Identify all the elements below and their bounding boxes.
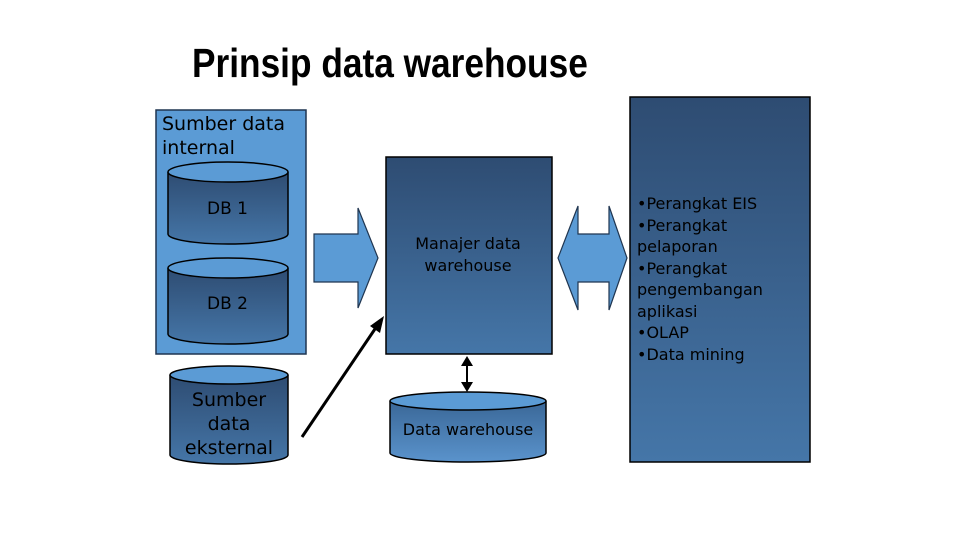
tools-list-item: •Perangkat EIS bbox=[637, 194, 758, 213]
external-source-cylinder bbox=[169, 365, 289, 465]
tools-list-item: •Perangkat bbox=[637, 215, 728, 235]
tools-list: •Perangkat EIS •Perangkat pelaporan •Per… bbox=[637, 193, 807, 365]
db1-label: DB 1 bbox=[207, 199, 248, 219]
data-warehouse-label: Data warehouse bbox=[402, 420, 534, 439]
tools-list-item: pengembangan bbox=[637, 280, 763, 299]
tools-list-item: •Perangkat bbox=[637, 258, 728, 278]
tools-list-item: •Data mining bbox=[637, 344, 745, 364]
db1-cylinder bbox=[167, 161, 289, 245]
internal-sources-label: Sumber data internal bbox=[162, 113, 286, 159]
internal-to-manager-arrow bbox=[313, 207, 379, 309]
tools-list-item: pelaporan bbox=[637, 237, 718, 256]
manager-label-line1: Manajer data bbox=[415, 234, 521, 253]
manager-label: Manajer data warehouse bbox=[386, 233, 550, 277]
external-source-line1: Sumber bbox=[191, 389, 267, 411]
manager-warehouse-double-arrow bbox=[461, 356, 473, 392]
external-source-line2: data bbox=[207, 413, 251, 435]
tools-box bbox=[629, 96, 811, 463]
data-warehouse-cylinder bbox=[389, 391, 547, 463]
manager-tools-double-arrow bbox=[557, 205, 628, 311]
manager-label-line2: warehouse bbox=[424, 256, 512, 275]
manager-box bbox=[385, 156, 553, 355]
db2-label: DB 2 bbox=[207, 294, 248, 314]
tools-list-item: •OLAP bbox=[637, 323, 689, 342]
db2-cylinder bbox=[167, 257, 289, 345]
external-source-line3: eksternal bbox=[184, 437, 274, 459]
tools-list-item: aplikasi bbox=[637, 301, 698, 321]
page-title: Prinsip data warehouse bbox=[192, 40, 588, 86]
external-source-label: Sumber data eksternal bbox=[170, 388, 288, 460]
external-to-manager-arrow bbox=[300, 316, 384, 438]
